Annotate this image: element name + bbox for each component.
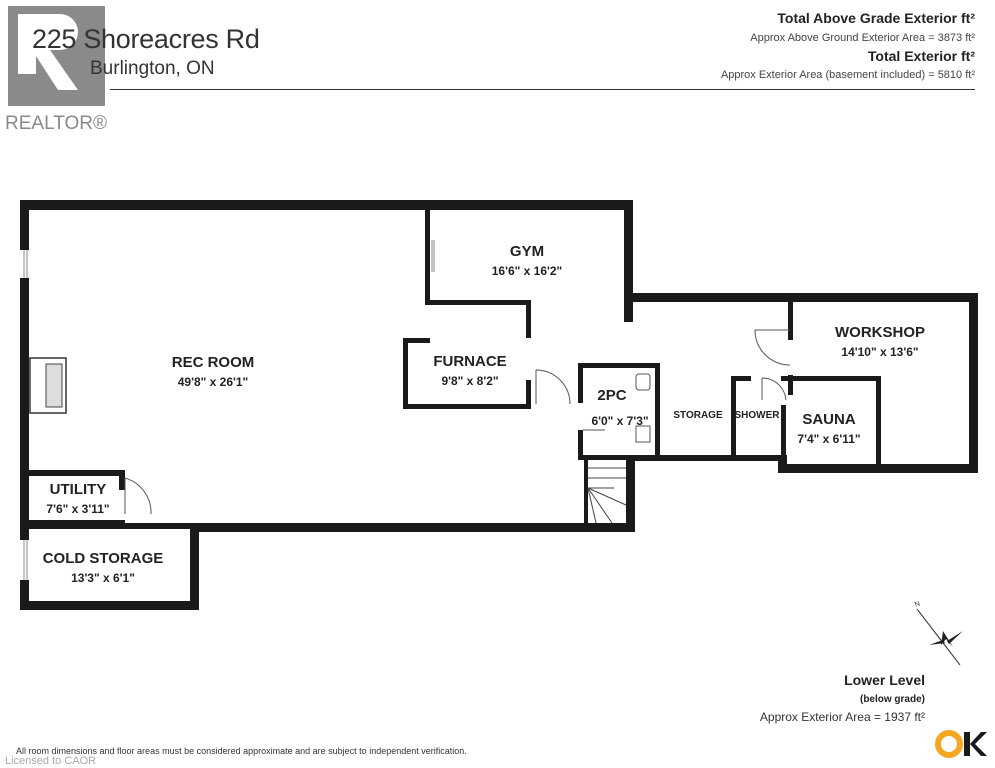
fireplace-hearth [45, 363, 63, 408]
door-workshop [754, 329, 791, 366]
wall-2pc-top [578, 363, 658, 368]
compass-star [929, 640, 945, 645]
wall-east-bottom [778, 464, 978, 473]
ok-logo-o [935, 730, 963, 758]
wall-workshop-left-mid [788, 375, 793, 395]
rec-room-dims: 49'8" x 26'1" [178, 375, 248, 389]
realtor-logo-r-stem [18, 14, 36, 74]
total-exterior-title: Total Exterior ft² [867, 48, 975, 64]
header-divider [110, 89, 975, 90]
wall-stair-left [584, 460, 588, 525]
door-furnace [535, 369, 571, 405]
wall-east-right [969, 293, 978, 473]
ok-brand-logo [935, 730, 987, 758]
ok-logo-k-arms [970, 732, 987, 756]
wall-shower-left [731, 376, 736, 460]
doors [124, 329, 791, 515]
realtor-logo-r-bowl [36, 14, 78, 90]
cold-storage-dims: 13'3" x 6'1" [71, 571, 135, 585]
compass-north-label: N [914, 600, 921, 608]
wall-top [20, 200, 633, 210]
wall-east-top [624, 293, 978, 302]
door-sauna [761, 377, 787, 401]
wall-2pc-bottom [578, 455, 660, 460]
wall-2pc-left-lower [578, 430, 583, 460]
wall-workshop-left [788, 300, 793, 340]
storage-name: STORAGE [673, 410, 723, 421]
furnace-dims: 9'8" x 8'2" [441, 374, 498, 388]
level-sub: (below grade) [859, 694, 925, 705]
wall-furnace-right-lower [526, 380, 531, 409]
door-utility [124, 477, 152, 515]
stairs [587, 467, 627, 524]
wall-left-lower [20, 580, 29, 610]
exterior-area: Approx Exterior Area (basement included)… [720, 69, 975, 81]
above-ground-area: Approx Above Ground Exterior Area = 3873… [750, 32, 975, 44]
wall-sauna-top [781, 376, 881, 381]
wall-left [20, 278, 29, 540]
two-pc-name: 2PC [597, 387, 626, 404]
wall-utility-bottom [20, 520, 125, 525]
windows [23, 240, 435, 580]
sauna-dims: 7'4" x 6'11" [797, 432, 860, 446]
level-area: Approx Exterior Area = 1937 ft² [759, 710, 925, 724]
fireplace [29, 357, 67, 414]
wall-storage-bottom [633, 455, 787, 461]
wall-cold-bottom [20, 601, 199, 610]
sauna-name: SAUNA [802, 411, 856, 428]
gym-name: GYM [510, 243, 544, 260]
wall-utility-right [119, 470, 125, 490]
fixtures [635, 373, 651, 443]
wall-utility-top [20, 470, 125, 476]
wall-sauna-right [876, 376, 881, 468]
stair-step [587, 487, 597, 524]
wall-sauna-left [781, 405, 786, 465]
stair-step [587, 487, 627, 506]
utility-dims: 7'6" x 3'11" [46, 502, 109, 516]
toilet-fixture [635, 373, 651, 391]
sink-fixture [635, 425, 651, 443]
wall-furnace-top [403, 338, 430, 343]
utility-name: UTILITY [50, 481, 107, 498]
wall-gym-right [624, 200, 633, 322]
realtor-logo-text: REALTOR® [5, 113, 107, 134]
wall-furnace-right-upper [526, 300, 531, 338]
two-pc-dims: 6'0" x 7'3" [591, 414, 648, 428]
compass-star [947, 631, 963, 644]
wall-cold-right [190, 523, 199, 610]
property-city: Burlington, ON [90, 58, 215, 79]
stair-step [587, 487, 613, 524]
wall-bottom-main [195, 523, 635, 532]
compass-axis [916, 608, 961, 666]
wall-cold-top [20, 523, 199, 529]
gym-dims: 16'6" x 16'2" [492, 264, 562, 278]
cold-storage-name: COLD STORAGE [43, 550, 164, 567]
realtor-logo: REALTOR® [5, 6, 107, 134]
workshop-name: WORKSHOP [835, 324, 925, 341]
property-address: 225 Shoreacres Rd [32, 24, 260, 54]
shower-name: SHOWER [735, 410, 781, 421]
compass-rose-icon: N [914, 600, 963, 666]
workshop-dims: 14'10" x 13'6" [841, 345, 918, 359]
wall-left-upper [20, 200, 29, 250]
rec-room-name: REC ROOM [172, 354, 255, 371]
ok-logo-k-stem [964, 732, 970, 756]
wall-shower-top-left [731, 376, 751, 381]
room-labels: REC ROOM 49'8" x 26'1" GYM 16'6" x 16'2"… [43, 243, 925, 585]
interior-walls [20, 208, 881, 529]
licensed-watermark: Licensed to CAOR [5, 755, 97, 767]
level-name: Lower Level [844, 672, 925, 688]
furnace-name: FURNACE [433, 353, 506, 370]
wall-2pc-left [578, 363, 583, 403]
wall-gym-left [425, 208, 430, 304]
wall-furnace-left [403, 338, 408, 408]
wall-furnace-bottom [403, 404, 531, 409]
disclaimer: All room dimensions and floor areas must… [16, 746, 467, 756]
wall-gym-bottom [425, 300, 530, 305]
wall-2pc-right [655, 363, 660, 460]
total-above-grade-title: Total Above Grade Exterior ft² [777, 10, 975, 26]
wall-stair-right [626, 455, 635, 532]
